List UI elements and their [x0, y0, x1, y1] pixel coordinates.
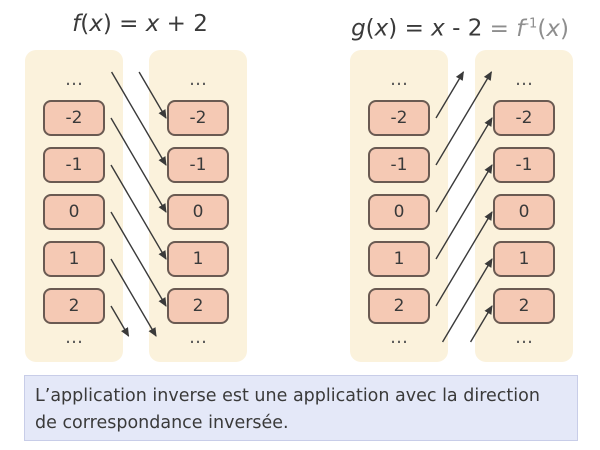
value-box: 2 [167, 288, 229, 324]
value-box: 2 [368, 288, 430, 324]
ellipsis-bottom: … [390, 327, 408, 348]
value-box: -1 [368, 147, 430, 183]
value-box: 2 [43, 288, 105, 324]
func-name-f: f [72, 11, 81, 37]
value-box: 1 [43, 241, 105, 277]
column-g-domain: … … -2 -1 0 1 2 [350, 50, 448, 362]
func-rhs-rest-f: + 2 [159, 11, 208, 37]
value-box: -2 [43, 100, 105, 136]
value-box: -1 [43, 147, 105, 183]
inverse-exponent: -1 [524, 16, 538, 31]
value-box: 2 [493, 288, 555, 324]
value-box: -2 [493, 100, 555, 136]
ellipsis-top: … [390, 69, 408, 90]
value-box: 0 [493, 194, 555, 230]
column-f-codomain: … … -2 -1 0 1 2 [149, 50, 247, 362]
title-g: g(x) = x - 2 = f-1(x) [351, 15, 569, 42]
value-box: 0 [368, 194, 430, 230]
func-rhs-var-f: x [145, 11, 160, 37]
ellipsis-top: … [515, 69, 533, 90]
func-name-g: g [351, 15, 366, 42]
inverse-func-name: f [516, 15, 525, 42]
ellipsis-bottom: … [65, 327, 83, 348]
caption-box: L’application inverse est une applicatio… [24, 375, 578, 441]
ellipsis-bottom: … [189, 327, 207, 348]
value-box: 1 [493, 241, 555, 277]
value-box: 0 [167, 194, 229, 230]
inverse-func-var: x [546, 15, 560, 42]
title-f: f(x) = x + 2 [72, 11, 208, 37]
func-rhs-var-g: x [431, 15, 445, 42]
func-var-f: x [89, 11, 103, 37]
caption-line-1: L’application inverse est une applicatio… [35, 386, 540, 406]
inverse-eq: = [482, 15, 517, 42]
value-box: -1 [167, 147, 229, 183]
func-rhs-rest-g: - 2 [444, 15, 483, 42]
inverse-label: = f-1(x) [482, 15, 569, 42]
ellipsis-bottom: … [515, 327, 533, 348]
ellipsis-top: … [65, 69, 83, 90]
ellipsis-top: … [189, 69, 207, 90]
func-var-g: x [374, 15, 389, 42]
value-box: -1 [493, 147, 555, 183]
value-box: -2 [167, 100, 229, 136]
column-g-codomain: … … -2 -1 0 1 2 [475, 50, 573, 362]
value-box: -2 [368, 100, 430, 136]
caption-line-2: de correspondance inversée. [35, 413, 289, 433]
value-box: 1 [167, 241, 229, 277]
column-f-domain: … … -2 -1 0 1 2 [25, 50, 123, 362]
value-box: 1 [368, 241, 430, 277]
value-box: 0 [43, 194, 105, 230]
